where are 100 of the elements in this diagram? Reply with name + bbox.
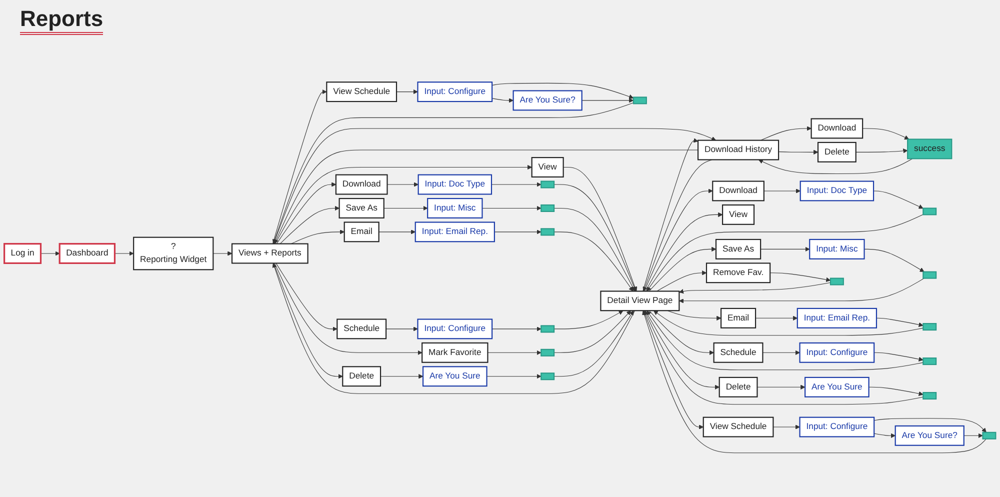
arrow [582, 98, 634, 103]
arrow [554, 310, 624, 330]
node-box: Are You Sure? [894, 425, 964, 446]
node-box [922, 208, 937, 216]
arrow [563, 166, 638, 292]
arrow [644, 310, 924, 405]
node-box: Input: Configure [417, 318, 493, 340]
node-box: View Schedule [326, 82, 398, 102]
arrow [648, 246, 716, 292]
arrow [762, 350, 800, 356]
arrow [487, 350, 542, 356]
arrow [646, 214, 924, 292]
node-box [540, 348, 555, 356]
arrow [290, 230, 345, 244]
arrow [486, 374, 542, 379]
arrow [874, 433, 896, 438]
node-box: Are You Sure [422, 366, 488, 387]
arrow [856, 148, 908, 154]
node-box: Mark Favorite [422, 342, 488, 363]
node-box: ? Reporting Widget [133, 236, 214, 270]
node-box: Delete [817, 142, 856, 162]
arrow [554, 184, 636, 292]
node-box [540, 325, 555, 333]
node-box: Download [335, 174, 388, 195]
node-box [922, 358, 937, 366]
arrow [760, 246, 810, 252]
node-box: Remove Fav. [706, 262, 771, 284]
arrow [212, 251, 232, 256]
node-box: success [907, 138, 952, 160]
node-box: Delete [342, 366, 382, 387]
arrow [874, 418, 986, 433]
node-box: Schedule [713, 342, 764, 363]
arrow [114, 251, 134, 256]
node-box: Detail View Page [600, 290, 680, 312]
node-box: Download History [697, 140, 780, 160]
diagram-title: Reports [20, 6, 104, 35]
node-box [540, 180, 555, 188]
arrow [40, 251, 60, 256]
arrow [642, 310, 986, 454]
node-box: Are You Sure [804, 376, 870, 398]
arrow [778, 150, 818, 155]
arrow [494, 230, 542, 234]
node-box: View Schedule [702, 416, 774, 438]
arrow [272, 262, 636, 394]
node-box [632, 96, 647, 104]
node-box: Log in [4, 242, 42, 264]
node-box: Email [720, 308, 756, 328]
node-box: Dashboard [58, 242, 116, 264]
arrow [764, 188, 801, 194]
node-box [830, 278, 844, 286]
arrow [755, 316, 798, 321]
arrow [876, 318, 924, 327]
arrow [554, 208, 636, 292]
node-box: Are You Sure? [512, 90, 582, 111]
arrow [386, 326, 418, 332]
node-box [540, 228, 555, 236]
node-box: View [531, 157, 564, 178]
arrow [678, 278, 924, 304]
arrow [645, 310, 720, 390]
arrow [678, 282, 831, 294]
arrow [758, 158, 913, 174]
node-box: Download [712, 180, 764, 202]
node-box [922, 392, 937, 400]
arrow [380, 374, 424, 379]
node-box: Input: Configure [417, 82, 493, 102]
arrow [276, 182, 336, 244]
arrow [868, 386, 924, 396]
arrow [482, 206, 542, 211]
node-box: Delete [718, 376, 758, 398]
arrow [862, 128, 910, 140]
node-box: Save As [715, 238, 762, 260]
node-box: Input: Email Rep. [414, 222, 495, 242]
arrow [642, 159, 712, 292]
arrow [873, 190, 924, 209]
arrow [648, 310, 714, 356]
node-box [540, 372, 555, 380]
arrow [874, 352, 924, 362]
arrow [756, 384, 806, 390]
arrow [770, 272, 831, 282]
arrow [386, 182, 419, 187]
arrow [864, 248, 924, 272]
arrow [280, 206, 340, 244]
arrow [492, 82, 634, 99]
arrow [964, 433, 983, 438]
node-box [540, 204, 555, 212]
node-box [922, 323, 937, 331]
arrow [644, 188, 713, 292]
arrow [646, 310, 924, 370]
node-box: View [722, 204, 755, 225]
node-box: Views + Reports [231, 243, 308, 264]
node-box [922, 271, 937, 279]
node-box: Input: Configure [799, 342, 875, 363]
node-box: Email [344, 222, 380, 242]
arrow [492, 98, 514, 103]
arrow [384, 206, 428, 211]
arrow [491, 182, 542, 187]
arrow [772, 424, 800, 430]
arrow [276, 262, 338, 332]
node-box: Input: Doc Type [418, 174, 492, 195]
arrow [492, 326, 542, 332]
